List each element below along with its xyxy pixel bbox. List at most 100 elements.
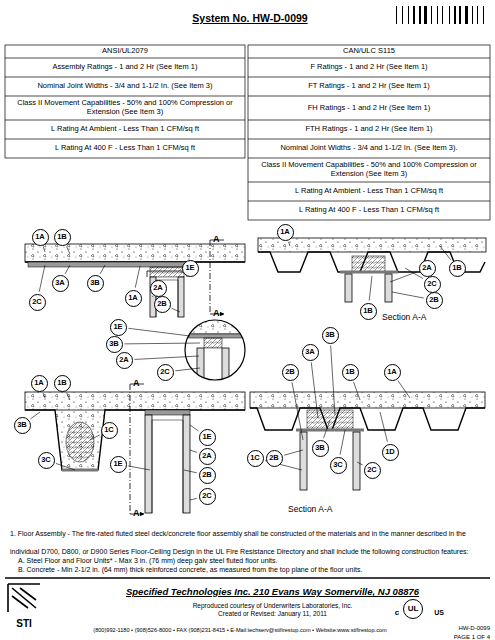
leader-line — [331, 345, 335, 415]
leader-line — [56, 463, 75, 470]
callout-text: 3A — [55, 279, 65, 287]
callout-number: 2C — [424, 276, 441, 293]
ul-logo: UL — [403, 599, 423, 619]
leader-line — [65, 265, 70, 274]
section-mark: A — [133, 372, 145, 390]
section-label: Section A-A — [288, 498, 358, 516]
title-text: System No. HW-D-0099 — [192, 12, 307, 24]
callout-number: 3A — [302, 344, 319, 361]
callout-number: 2B — [154, 296, 171, 313]
leader-line — [190, 450, 197, 453]
leader-line — [340, 430, 345, 455]
callout-number: 2B — [426, 292, 443, 309]
callout-number: 3B — [14, 417, 31, 434]
sti-logo — [8, 584, 40, 612]
leader-line — [135, 266, 140, 288]
label-text: Section A-A — [382, 312, 426, 322]
label-text: L Rating At 400 F - Less Than 1 CFM/sq f… — [299, 206, 439, 215]
section-mark: A — [213, 228, 225, 246]
label-text: HW-D-0099 — [458, 625, 490, 631]
note-text: B. Concrete - Min 2-1/2 in. (64 mm) thic… — [18, 558, 488, 576]
label-text: A. Steel Floor and Floor Units* - Max 3 … — [18, 557, 278, 564]
callout-text: 2C — [160, 368, 170, 376]
bottom-right-section — [250, 392, 485, 490]
leader-lines — [31, 242, 451, 500]
callout-text: 2B — [157, 300, 167, 308]
callout-number: 1D — [382, 444, 399, 461]
footer-text: Created or Revised: January 11, 2011 — [55, 602, 490, 620]
table-cell: L Rating At Ambient - Less Than 1 CFM/sq… — [248, 182, 490, 201]
callout-number: 1B — [360, 303, 377, 320]
table-cell: FTH Ratings - 1 and 2 Hr (See Item 1) — [248, 120, 490, 139]
callout-text: 1D — [385, 448, 395, 456]
leader-line — [172, 308, 180, 312]
table-cell: L Rating At Ambient - Less Than 1 CFM/sq… — [5, 120, 245, 139]
callout-text: 2A — [119, 356, 129, 364]
leader-line — [190, 498, 197, 500]
callout-text: 3B — [325, 331, 335, 339]
leader-line — [128, 466, 150, 470]
callout-text: 1B — [345, 368, 355, 376]
label-text: Nominal Joint Widths - 3/4 and 1-1/2 In.… — [280, 144, 457, 153]
table-cell: Class II Movement Capabilities - 50% and… — [5, 96, 245, 120]
callout-number: 2C — [199, 488, 216, 505]
callout-text: 3B — [109, 340, 119, 348]
top-left-view — [25, 240, 245, 317]
callout-text: 1B — [57, 233, 67, 241]
leader-line — [175, 368, 200, 371]
callout-number: 1E — [199, 429, 216, 446]
callout-text: 1B — [452, 264, 462, 272]
footer-text: (800)992-1180 • (908)526-8000 • FAX (908… — [50, 618, 430, 636]
leader-line — [124, 343, 200, 345]
callout-number: 2A — [116, 352, 133, 369]
footer-text: Reproduced courtesy of Underwriters Labo… — [55, 594, 490, 612]
leader-line — [190, 425, 198, 431]
footer-text: Specified Technologies Inc. 210 Evans Wa… — [55, 581, 490, 599]
callout-number: 2B — [282, 364, 299, 381]
callout-text: 1E — [113, 323, 122, 331]
callout-number: 3B — [322, 327, 339, 344]
leader-line — [184, 470, 197, 473]
note-text: A. Steel Floor and Floor Units* - Max 3 … — [18, 549, 488, 567]
callout-number: 1B — [54, 375, 71, 392]
label-text: A — [133, 508, 140, 518]
callout-text: 1E — [113, 460, 122, 468]
label-text: Nominal Joint Widths - 3/4 and 1-1/2 In.… — [37, 82, 212, 91]
barcode — [396, 6, 484, 24]
callout-text: 3C — [41, 456, 51, 464]
leader-line — [354, 382, 360, 400]
callout-text: 3C — [333, 461, 343, 469]
label-text: FH Ratings - 1 and 2 Hr (See Item 1) — [308, 104, 431, 113]
note-text: 1. Floor Assembly - The fire-rated flute… — [10, 522, 488, 558]
callout-number: 2A — [419, 260, 436, 277]
callout-number: 1B — [449, 260, 466, 277]
callout-text: 2A — [153, 284, 163, 292]
table-grid — [5, 45, 490, 220]
callout-number: 1A — [384, 364, 401, 381]
callout-text: 2A — [422, 264, 432, 272]
label-text: A — [133, 378, 140, 388]
callout-text: 2C — [202, 492, 212, 500]
label-text: L Rating At Ambient - Less Than 1 CFM/sq… — [51, 125, 199, 134]
callout-text: 1A — [35, 233, 45, 241]
callout-text: 1E — [185, 264, 194, 272]
callout-text: 1A — [280, 228, 290, 236]
label-text: c — [395, 608, 399, 617]
callout-number: 3B — [87, 275, 104, 292]
footer-text: PAGE 1 OF 4 — [430, 625, 490, 640]
leader-line — [292, 382, 303, 440]
leader-line — [39, 265, 45, 292]
title: System No. HW-D-0099 — [150, 8, 350, 26]
table-cell: F Ratings - 1 and 2 Hr (See Item 1) — [248, 58, 490, 77]
leader-line — [284, 450, 303, 455]
label-text: Specified Technologies Inc. 210 Evans Wa… — [126, 586, 419, 597]
callout-number: 1E — [110, 456, 127, 473]
callout-number: 3B — [106, 336, 123, 353]
leader-line — [66, 247, 70, 254]
label-text: ANSI/UL2079 — [102, 47, 148, 56]
callout-number: 2C — [364, 462, 381, 479]
callout-text: 3B — [315, 444, 325, 452]
leader-line — [324, 420, 330, 438]
callout-text: 1B — [57, 379, 67, 387]
